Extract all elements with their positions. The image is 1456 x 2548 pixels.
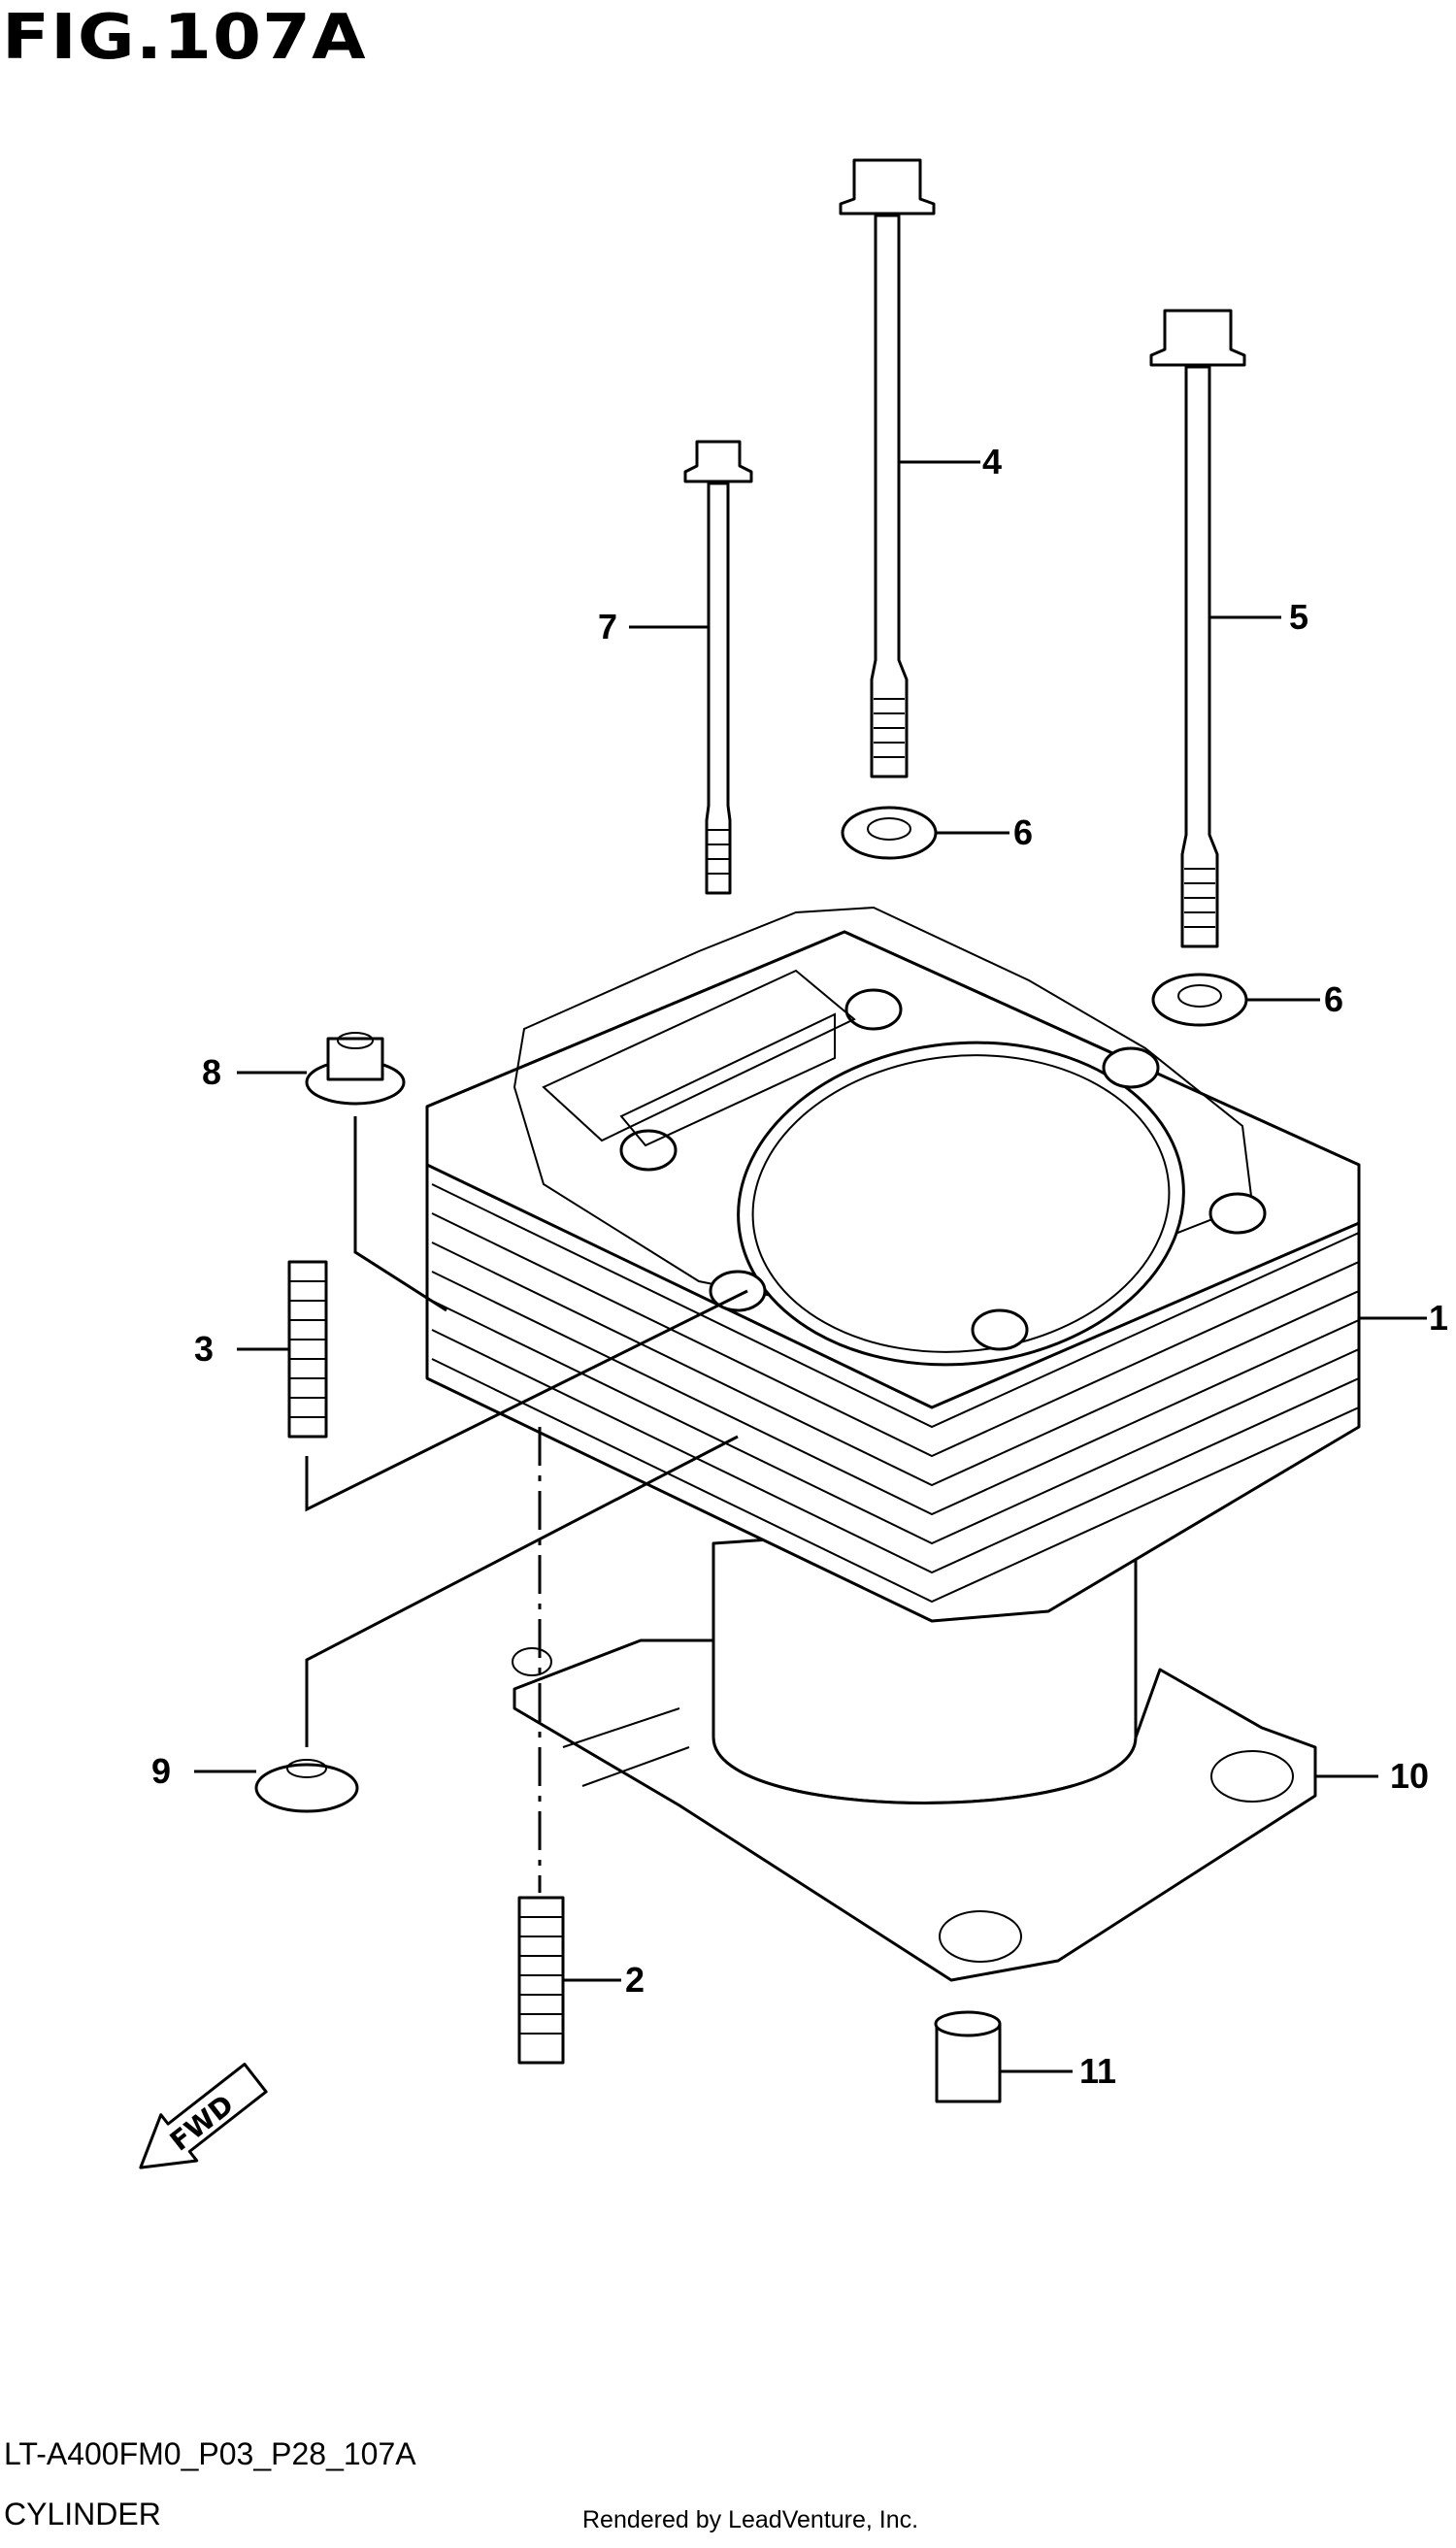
leader-lines — [194, 460, 1427, 2073]
washer-6a-part[interactable] — [841, 806, 938, 860]
stud-3-part[interactable] — [287, 1260, 328, 1439]
dowel-11-part[interactable] — [934, 2010, 1002, 2103]
diagram-code: LT-A400FM0_P03_P28_107A — [4, 2436, 416, 2471]
bolt-7-part[interactable] — [683, 440, 753, 895]
callout-10[interactable]: 10 — [1390, 1756, 1429, 1796]
callout-3[interactable]: 3 — [194, 1329, 214, 1369]
callout-9[interactable]: 9 — [151, 1751, 171, 1791]
callout-11[interactable]: 11 — [1079, 2051, 1116, 2091]
washer-6b-part[interactable] — [1151, 973, 1248, 1027]
bolt-4-part[interactable] — [839, 158, 936, 778]
callout-1[interactable]: 1 — [1429, 1298, 1448, 1338]
callout-6a[interactable]: 6 — [1013, 812, 1033, 852]
fwd-arrow-icon: FWD — [139, 2063, 268, 2169]
callout-5[interactable]: 5 — [1289, 597, 1308, 637]
base-gasket-part[interactable] — [512, 1638, 1317, 1982]
credit-text: Rendered by LeadVenture, Inc. — [582, 2506, 919, 2533]
callout-4[interactable]: 4 — [982, 442, 1002, 481]
diagram-name: CYLINDER — [4, 2497, 161, 2531]
nut-8-part[interactable] — [305, 1032, 406, 1106]
cylinder-part[interactable] — [425, 906, 1361, 1804]
bolt-5-part[interactable] — [1149, 309, 1246, 948]
stud-2-part[interactable] — [517, 1896, 565, 2065]
callout-8[interactable]: 8 — [202, 1052, 221, 1092]
callout-2[interactable]: 2 — [625, 1960, 645, 2000]
callout-6b[interactable]: 6 — [1324, 979, 1343, 1019]
nut-9-part[interactable] — [254, 1759, 359, 1813]
callout-7[interactable]: 7 — [598, 607, 617, 646]
figure-title: FIG.107A — [2, 2, 367, 74]
